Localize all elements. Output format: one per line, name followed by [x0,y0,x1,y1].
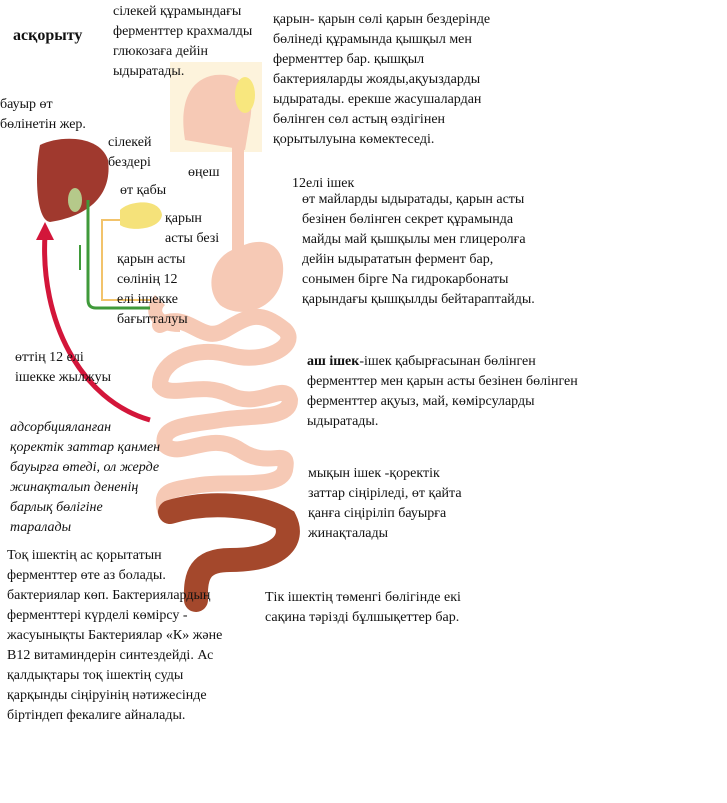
colon-icon [158,493,300,612]
pancreatic-juice-label: қарын асты сөлінің 12 елі ішекке бағытта… [117,252,188,327]
jejunum-title: аш ішек [307,354,360,369]
stomach-icon [211,241,284,312]
small-intestine-icon [151,308,299,518]
bile-flow-label: өттің 12 елі ішекке жылжуы [15,350,111,385]
ileum-label: мықын ішек -қоректік заттар сіңіріледі, … [308,466,462,541]
esophagus-label: өңеш [188,165,220,180]
diagram-title: асқорыту [13,27,83,44]
gallbladder-label: өт қабы [120,183,167,198]
pancreatic-duct-icon [101,219,150,301]
duodenum-title: 12елі ішек [292,176,355,191]
absorption-label: адсорбцияланған қоректік заттар қанмен б… [10,420,161,535]
colon-label: Тоқ ішектің ас қорытатын ферменттер өте … [7,548,223,723]
saliva-label: сілекей құрамындағы ферменттер крахмалды… [113,4,253,79]
salivary-glands-label: сілекей бездері [108,135,152,170]
jejunum-text: -ішек қабырғасынан бөлінген ферменттер м… [307,354,578,429]
gallbladder-icon [68,188,82,212]
pancreas-label: қарын асты безі [165,211,220,246]
liver-label: бауыр өт бөлінетін жер. [0,97,86,132]
duodenum-label: өт майларды ыдыратады, қарын асты безіне… [302,192,535,307]
jejunum-label: аш ішек-ішек қабырғасынан бөлінген ферме… [307,352,627,432]
rectum-label: Тік ішектің төменгі бөлігінде екі сақина… [265,590,461,625]
stomach-label: қарын- қарын сөлі қарын бездерінде бөлін… [273,12,491,147]
salivary-gland-icon [235,77,255,113]
esophagus-icon [232,120,244,260]
pancreas-icon [120,202,162,229]
arrow-head-icon [36,222,54,240]
liver-icon [37,138,109,222]
portal-vein-arrow [42,234,151,423]
bile-duct-icon [86,200,150,310]
